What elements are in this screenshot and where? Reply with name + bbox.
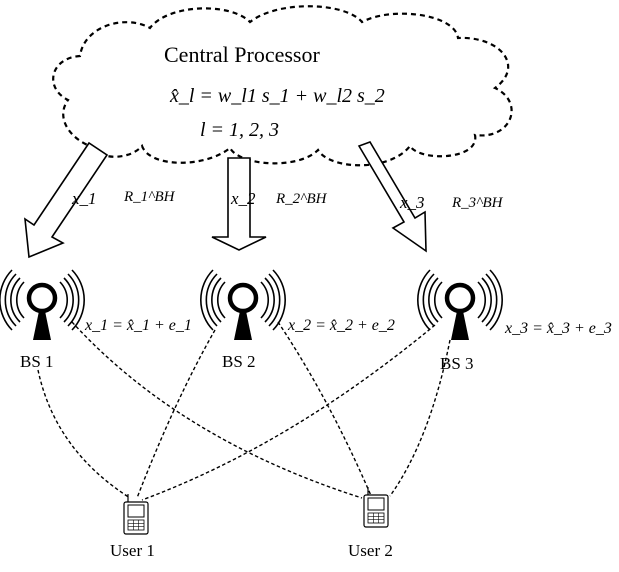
link-2-signal: x_2 bbox=[231, 189, 256, 208]
bs-2-label: BS 2 bbox=[222, 352, 256, 371]
user-2-label: User 2 bbox=[348, 541, 393, 560]
link-bs1-user1 bbox=[37, 369, 131, 499]
link-bs1-user2 bbox=[71, 321, 363, 499]
link-1-rate: R_1^BH bbox=[124, 189, 175, 205]
backhaul-arrow-3 bbox=[357, 141, 427, 253]
backhaul-arrow-2 bbox=[211, 157, 267, 251]
base-station-antenna-icon bbox=[417, 269, 503, 340]
bs-3-equation: x_3 = x̂_3 + e_3 bbox=[505, 320, 612, 337]
base-station-antenna-icon bbox=[0, 269, 85, 340]
link-bs3-user1 bbox=[141, 324, 436, 501]
link-2-rate: R_2^BH bbox=[276, 191, 327, 207]
link-3-signal: x_3 bbox=[400, 193, 425, 212]
central-processor-cloud bbox=[52, 5, 513, 167]
bs-1-label: BS 1 bbox=[20, 352, 54, 371]
processor-equation: x̂_l = w_l1 s_1 + w_l2 s_2 bbox=[170, 85, 385, 107]
bs-1-equation: x_1 = x̂_1 + e_1 bbox=[85, 317, 192, 334]
mobile-phone-icon bbox=[123, 494, 149, 535]
user-1-label: User 1 bbox=[110, 541, 155, 560]
base-station-antenna-icon bbox=[200, 269, 286, 340]
link-1-signal: x_1 bbox=[72, 189, 97, 208]
link-bs3-user2 bbox=[389, 339, 451, 497]
processor-title: Central Processor bbox=[164, 42, 320, 67]
bs-2-equation: x_2 = x̂_2 + e_2 bbox=[288, 317, 395, 334]
bs-3-label: BS 3 bbox=[440, 354, 474, 373]
link-3-rate: R_3^BH bbox=[452, 195, 503, 211]
link-bs2-user1 bbox=[136, 329, 216, 499]
mobile-phone-icon bbox=[363, 487, 389, 528]
link-bs2-user2 bbox=[277, 321, 373, 499]
backhaul-arrow-1 bbox=[24, 141, 109, 259]
processor-index: l = 1, 2, 3 bbox=[200, 119, 280, 141]
